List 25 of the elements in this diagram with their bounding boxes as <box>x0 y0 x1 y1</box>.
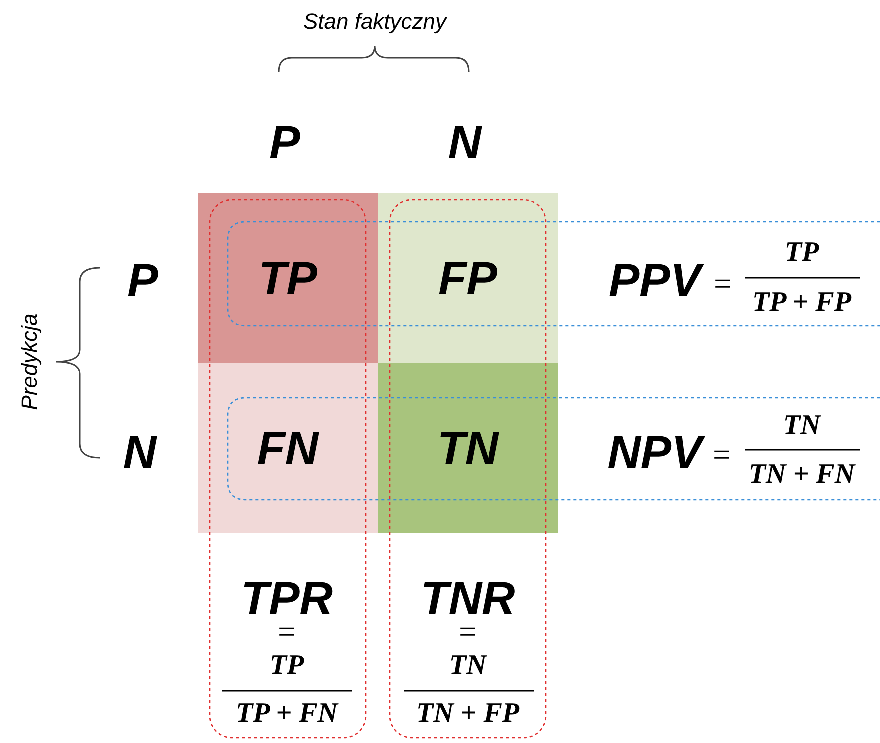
numerator: TP <box>784 237 820 269</box>
equals-sign: = <box>714 266 732 302</box>
cell-label: FN <box>257 421 319 475</box>
equals-sign: = <box>712 436 732 474</box>
row-header: N <box>123 425 157 479</box>
matrix-cell <box>198 193 378 363</box>
numerator: TN <box>449 650 487 682</box>
cell-label: TN <box>437 421 499 475</box>
row-header: P <box>128 253 158 307</box>
denominator: TP + FP <box>752 287 852 319</box>
matrix-cell <box>378 363 558 533</box>
axis-title: Predykcja <box>17 314 43 410</box>
axis-title: Stan faktyczny <box>303 9 447 35</box>
cell-label: FP <box>438 251 498 305</box>
numerator: TP <box>270 650 304 682</box>
denominator: TP + FN <box>236 698 338 730</box>
numerator: TN <box>783 410 821 442</box>
metric-name: PPV <box>608 253 702 307</box>
cell-label: TP <box>258 251 318 305</box>
denominator: TN + FP <box>416 698 520 730</box>
column-header: N <box>448 115 482 169</box>
matrix-cell <box>378 193 558 363</box>
column-header: P <box>270 115 300 169</box>
denominator: TN + FN <box>748 459 856 491</box>
matrix-cell <box>198 363 378 533</box>
